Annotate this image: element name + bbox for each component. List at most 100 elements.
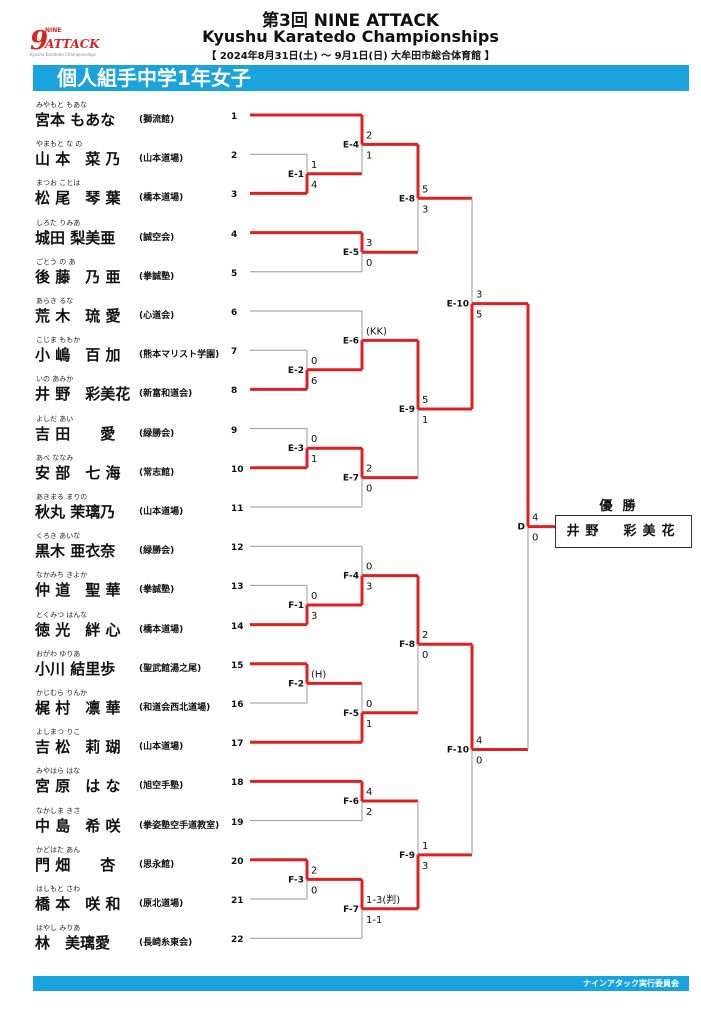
match-id: F-2	[288, 679, 304, 689]
player-seed: 1	[231, 112, 238, 122]
logo-nine-text: NINE	[45, 27, 62, 34]
match-score-bottom: 4	[311, 180, 317, 191]
player-name: 後 藤 乃 亜	[35, 267, 121, 286]
player-dojo: (橋本道場)	[139, 193, 184, 204]
player-furigana: なかしま きさ	[36, 806, 81, 815]
player-dojo-name: 拳誠塾	[143, 585, 171, 596]
player-dojo-name: 熊本マリスト学園	[143, 350, 216, 361]
player-dojo-name: 山本道場	[143, 507, 180, 517]
match-score-bottom: 0	[422, 650, 428, 661]
player-row: ごとう の あ後 藤 乃 亜(拳誠塾)5	[0, 257, 260, 287]
footer-organizer: ナインアタック実行委員会	[583, 979, 679, 988]
player-row: まつお ことは松 尾 琴 葉(橋本道場)3	[0, 178, 260, 208]
player-seed: 21	[231, 896, 244, 906]
category-title: 個人組手中学1年女子	[57, 66, 251, 90]
player-furigana: まつお ことは	[36, 179, 81, 188]
player-name: 宮 原 は な	[35, 777, 121, 796]
player-dojo: (緑勝会)	[139, 428, 175, 439]
player-name: 小 嶋 百 加	[35, 346, 121, 365]
match-score-top: 0	[311, 591, 317, 602]
match-score-top: 5	[422, 395, 428, 406]
player-seed: 9	[231, 425, 238, 436]
player-furigana: みやはら はな	[36, 767, 81, 776]
logo-number: 9	[30, 26, 49, 56]
match-score-bottom: 5	[476, 310, 482, 321]
player-dojo-name: 新富和道会	[143, 389, 189, 400]
player-row: よしだ あい吉 田 愛(緑勝会)9	[0, 414, 260, 444]
match-score-top: 1-3(判)	[366, 894, 400, 906]
match-score-top: 4	[532, 513, 538, 524]
player-seed: 17	[231, 739, 244, 750]
match-score-bottom: 1	[366, 719, 372, 730]
player-seed: 7	[231, 347, 238, 358]
player-row: よしまつ りこ吉 松 莉 瑚(山本道場)17	[0, 727, 260, 757]
match-id: E-1	[288, 170, 304, 180]
player-row: みやはら はな宮 原 は な(旭空手塾)18	[0, 766, 260, 796]
match-score-top: 1	[311, 160, 317, 171]
player-seed: 12	[231, 543, 244, 554]
match-score-top: 0	[366, 699, 372, 710]
player-name: 林 美璃愛	[35, 934, 111, 953]
player-row: はしもと さわ橋 本 咲 和(原北道場)21	[0, 884, 260, 914]
player-name: 安 部 七 海	[35, 463, 121, 482]
champion-label: 優勝	[599, 499, 646, 514]
player-row: やまもと な の山 本 菜 乃(山本道場)2	[0, 139, 260, 169]
match-id: E-8	[399, 194, 415, 204]
player-dojo-name: 拳誠塾	[143, 271, 171, 282]
player-dojo: (拳姿塾空手道教室)	[139, 820, 220, 831]
player-seed: 15	[231, 660, 244, 671]
match-score-bottom: 0	[311, 885, 317, 896]
player-furigana: あべ ななみ	[36, 453, 74, 462]
player-dojo-name: 旭空手塾	[143, 781, 180, 792]
player-seed: 13	[231, 582, 244, 593]
match-id: F-10	[447, 746, 469, 756]
player-name: 山 本 菜 乃	[35, 150, 121, 169]
match-score-top: 2	[366, 130, 372, 141]
player-row: あべ ななみ安 部 七 海(常志館)10	[0, 453, 260, 483]
match-score-bottom: 1	[422, 415, 428, 426]
player-dojo: (和道会西北道場)	[139, 703, 211, 713]
player-row: なかしま きさ中 島 希 咲(拳姿塾空手道教室)19	[0, 806, 260, 836]
player-seed: 19	[231, 817, 244, 828]
player-furigana: よしだ あい	[36, 414, 74, 423]
match-score-top: 2	[422, 630, 428, 641]
match-score-bottom: 6	[311, 376, 317, 387]
player-furigana: こじま ももか	[36, 336, 81, 345]
player-furigana: しろた りみあ	[36, 218, 81, 227]
player-row: しろた りみあ城田 梨美亜(誠空会)4	[0, 218, 260, 248]
player-furigana: くろき あいな	[36, 532, 81, 541]
match-id: F-7	[343, 905, 359, 915]
player-dojo-name: 思永館	[143, 859, 171, 870]
player-name: 仲 道 聖 華	[35, 581, 121, 600]
player-name: 橋 本 咲 和	[35, 895, 121, 913]
player-dojo: (旭空手塾)	[139, 781, 184, 792]
player-dojo: (拳誠塾)	[139, 585, 175, 596]
player-row: おがわ ゆりあ小川 結里歩(聖武館湯之尾)15	[0, 649, 260, 679]
player-dojo-name: 緑勝会	[143, 428, 171, 439]
match-id: F-1	[288, 601, 304, 611]
player-name: 黒木 亜衣奈	[35, 542, 116, 561]
match-score-bottom: 0	[366, 258, 372, 269]
player-dojo: (獅流館)	[139, 115, 175, 125]
player-seed: 5	[231, 268, 238, 279]
player-dojo: (思永館)	[139, 859, 175, 870]
player-furigana: あらき るな	[36, 297, 74, 305]
player-row: あらき るな荒 木 琉 愛(心道会)6	[0, 296, 260, 326]
match-score-top: 3	[476, 290, 482, 301]
match-id: E-10	[447, 300, 469, 310]
match-score-top: 5	[422, 184, 428, 195]
player-name: 梶 村 凛 華	[35, 699, 121, 717]
player-furigana: よしまつ りこ	[36, 728, 81, 737]
player-dojo: (拳誠塾)	[139, 271, 175, 282]
match-id: F-9	[399, 851, 415, 861]
player-name: 秋丸 茉璃乃	[35, 503, 116, 521]
player-dojo: (聖武館湯之尾)	[139, 663, 202, 674]
match-score-top: 4	[366, 787, 372, 798]
match-score-bottom: 3	[311, 611, 317, 622]
player-row: とくみつ はんな徳 光 絆 心(橋本道場)14	[0, 610, 260, 640]
player-furigana: とくみつ はんな	[36, 610, 88, 619]
player-dojo-name: 常志館	[143, 467, 171, 478]
match-id: E-3	[288, 444, 304, 454]
player-dojo: (橋本道場)	[139, 624, 184, 635]
match-id: E-5	[343, 248, 359, 258]
